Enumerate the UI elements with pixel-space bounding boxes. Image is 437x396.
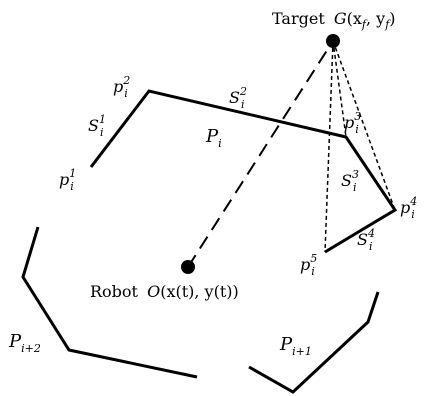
obstacle-pi-boundary (89, 89, 398, 254)
target-to-p3-dotted-line (332, 40, 347, 138)
obstacle-pi2-boundary (21, 226, 198, 379)
target-sub-f1: f (361, 18, 368, 31)
target-sub-f2: f (384, 18, 391, 31)
robot-point (181, 260, 195, 274)
target-args-mid: , y (366, 9, 385, 28)
target-point (326, 34, 340, 48)
polygon-label-pi2: Pi+2 (8, 331, 41, 355)
target-args-close: ) (389, 9, 395, 28)
target-word: Target (272, 9, 325, 28)
robot-target-dashed-line (187, 40, 334, 268)
robot-label: Robot O(x(t), y(t)) (90, 282, 239, 301)
robot-name: O (147, 282, 160, 301)
target-args-open: (x (347, 9, 362, 28)
target-label: Target G(xf, yf) (272, 9, 396, 31)
target-name: G (334, 9, 347, 28)
target-to-p4-dotted-line (332, 40, 396, 211)
robot-args: (x(t), y(t)) (160, 282, 239, 301)
target-to-p5-dotted-line (324, 40, 334, 253)
robot-word: Robot (90, 282, 139, 301)
polygon-label-pi1: Pi+1 (279, 334, 312, 358)
obstacle-pi1-boundary (248, 291, 380, 394)
polygon-label-pi: Pi (205, 126, 222, 150)
